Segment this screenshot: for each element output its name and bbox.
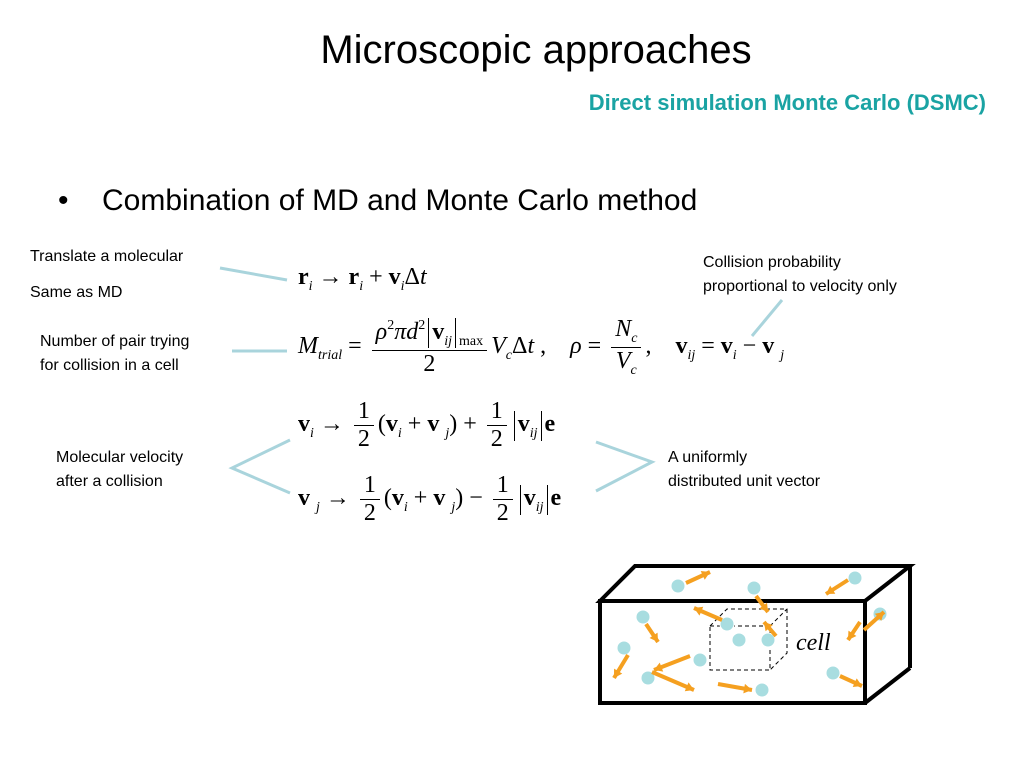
note-collision-line1: Collision probability (703, 254, 841, 271)
note-pair-trying: Number of pair trying for collision in a… (40, 330, 189, 378)
velocity-arrows (612, 570, 886, 694)
equation-position-update: ri → ri + viΔt (298, 264, 427, 294)
note-pair-line1: Number of pair trying (40, 333, 190, 350)
particle (825, 665, 841, 681)
note-unit-line2: distributed unit vector (668, 473, 821, 490)
particle (760, 632, 776, 648)
arrow-head (654, 662, 664, 672)
pointer-collision (750, 299, 784, 337)
note-same-as-md: Same as MD (30, 284, 123, 301)
particle (670, 578, 686, 594)
note-unit-line1: A uniformly (668, 449, 748, 466)
note-collision-line2: proportional to velocity only (703, 278, 897, 295)
arrow-head (614, 668, 623, 678)
box-bottom-right-edge (863, 666, 912, 705)
simulation-box (595, 564, 916, 705)
slide-title: Microscopic approaches (320, 28, 752, 72)
particle (640, 670, 656, 686)
arrow-head (684, 682, 694, 692)
note-molecular-velocity: Molecular velocity after a collision (56, 446, 183, 494)
bullet-symbol: • (58, 184, 69, 217)
pointer-translate (219, 266, 288, 282)
arrow-head (852, 678, 862, 688)
arrow-head (874, 612, 884, 621)
cell-label: cell (796, 630, 831, 656)
note-pair-line2: for collision in a cell (40, 357, 179, 374)
particle (616, 640, 632, 656)
arrow-head (694, 606, 704, 616)
note-velocity-line1: Molecular velocity (56, 449, 184, 466)
note-translate: Translate a molecular (30, 248, 184, 265)
pointer-velocity (228, 438, 291, 495)
arrow-head (848, 630, 857, 640)
arrow-head (826, 585, 836, 594)
particle (635, 609, 651, 625)
pointer-unit (595, 440, 656, 493)
particle (746, 580, 762, 596)
arrow-head (764, 622, 773, 632)
arrow-head (649, 632, 658, 642)
bullet-item: • Combination of MD and Monte Carlo metho… (58, 184, 697, 218)
bullet-text: Combination of MD and Monte Carlo method (102, 184, 698, 217)
particle (719, 616, 735, 632)
arrow-head (759, 602, 768, 612)
particle (847, 570, 863, 586)
particle (692, 652, 708, 668)
note-velocity-line2: after a collision (56, 473, 163, 490)
inner-cell (709, 608, 788, 671)
box-front-face (598, 599, 867, 705)
particle (754, 682, 770, 698)
pointer-lines (219, 266, 784, 495)
arrow-head (743, 683, 752, 694)
note-collision-probability: Collision probability proportional to ve… (703, 251, 897, 299)
particle (731, 632, 747, 648)
arrow-head (700, 570, 710, 580)
slide-subtitle: Direct simulation Monte Carlo (DSMC) (588, 90, 986, 115)
note-unit-vector: A uniformly distributed unit vector (668, 446, 820, 494)
